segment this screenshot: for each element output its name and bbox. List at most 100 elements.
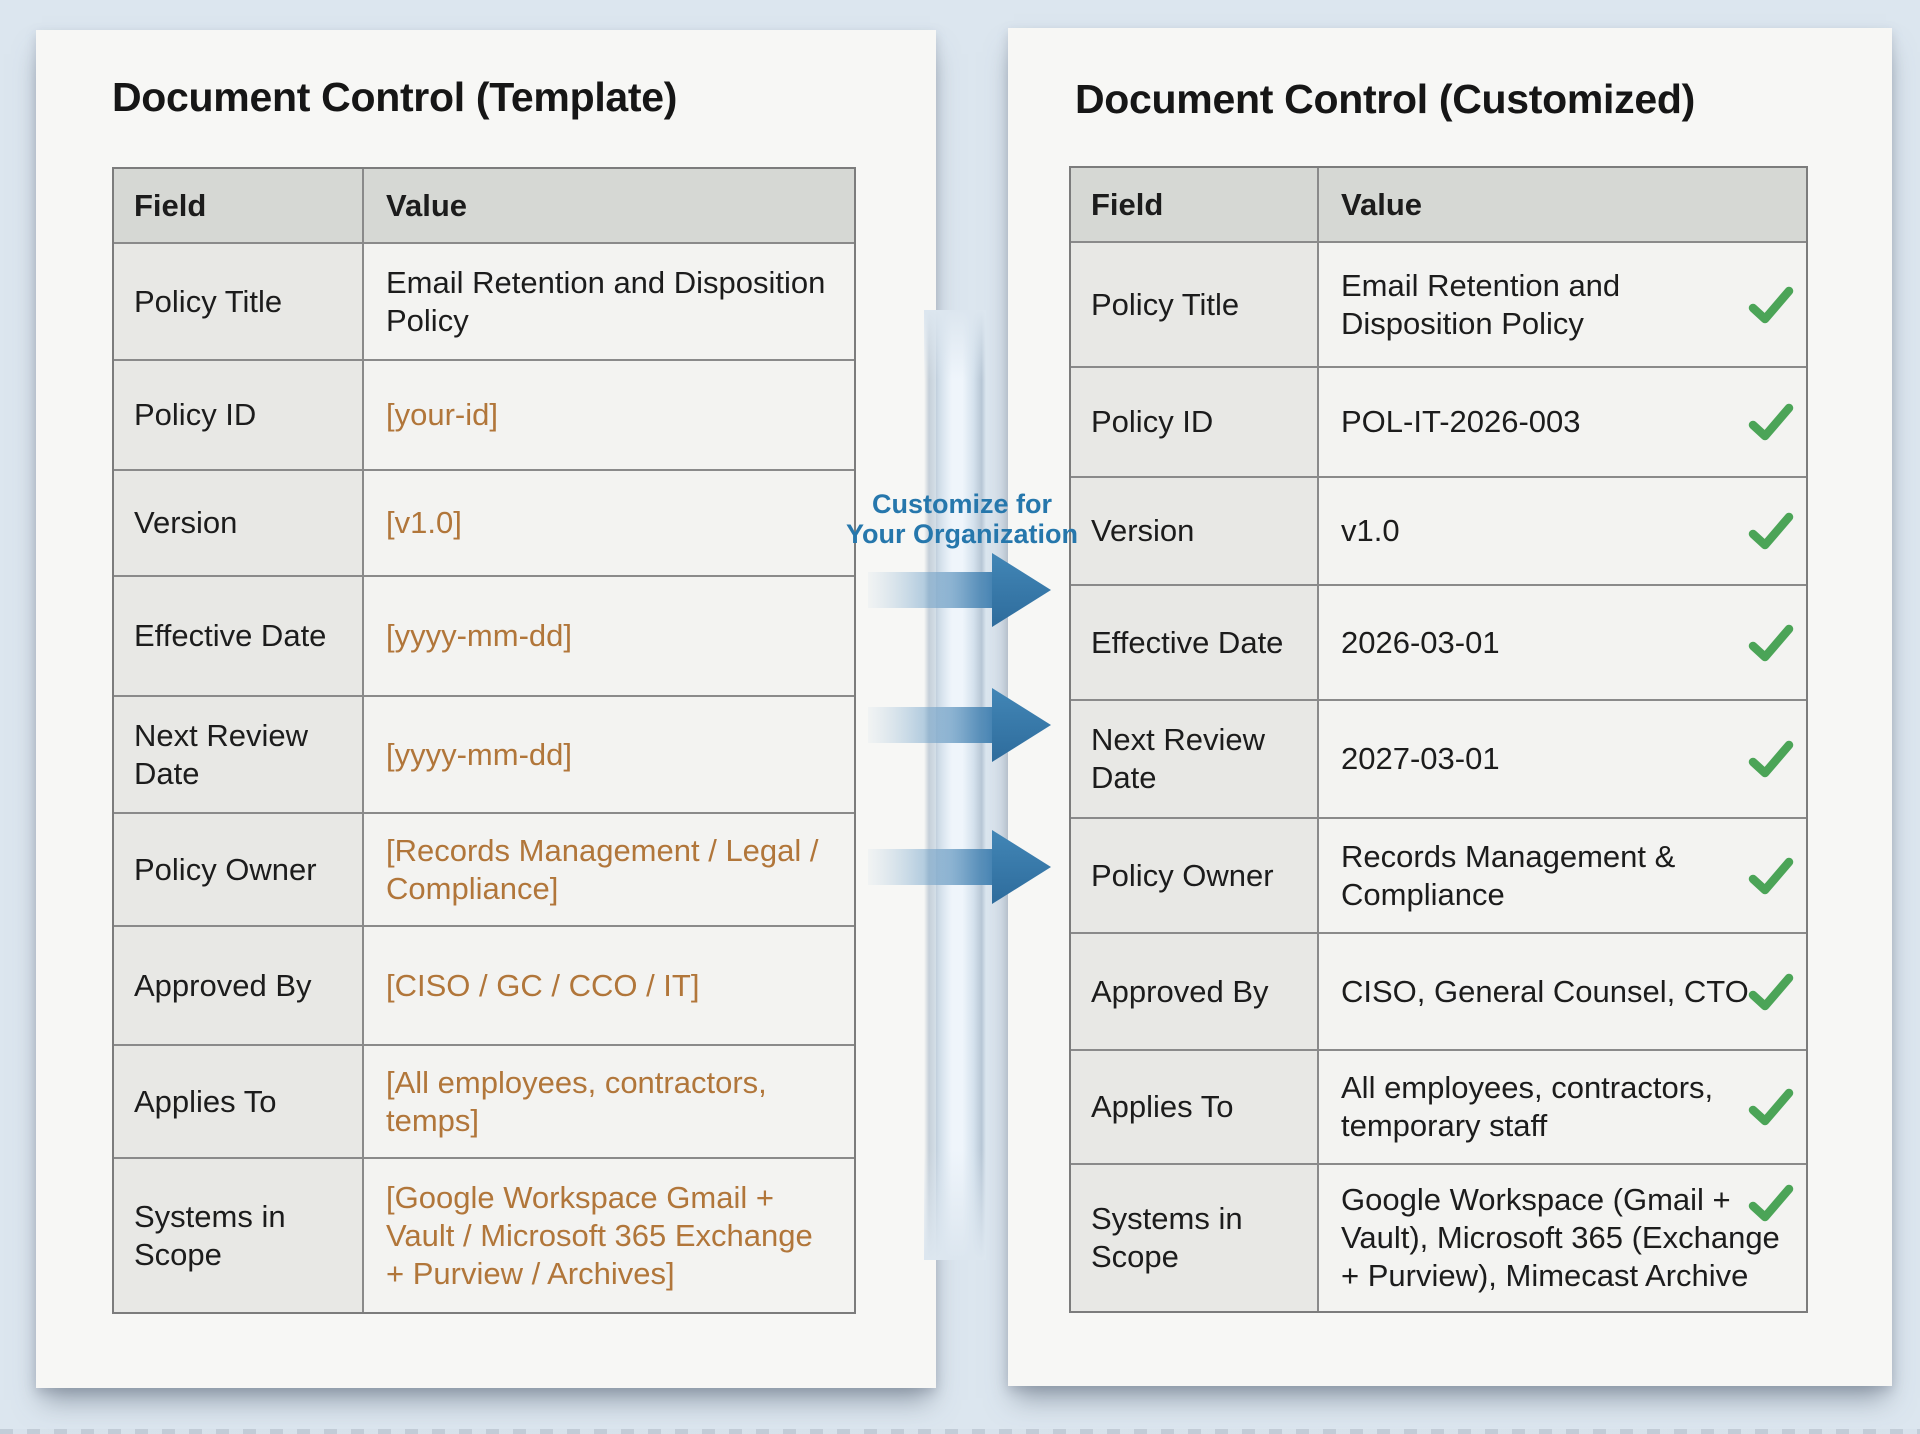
cell-text: Version xyxy=(134,505,238,540)
connector-label-line1: Customize for xyxy=(871,489,1052,519)
field-cell: Policy ID xyxy=(114,361,364,469)
field-cell: Next Review Date xyxy=(114,697,364,812)
table-row: Applies To [All employees, contractors, t… xyxy=(114,1044,854,1157)
cell-text: Policy Title xyxy=(1091,286,1240,322)
field-cell: Approved By xyxy=(114,927,364,1044)
field-cell: Policy Title xyxy=(1071,243,1319,366)
value-cell: Email Retention and Disposition Policy xyxy=(364,244,854,359)
cell-text: [All employees, contractors, temps] xyxy=(386,1064,767,1138)
value-cell: [your-id] xyxy=(364,361,854,469)
value-cell: [CISO / GC / CCO / IT] xyxy=(364,927,854,1044)
cell-text: Field xyxy=(134,187,207,223)
value-cell: [v1.0] xyxy=(364,471,854,575)
cell-text: Approved By xyxy=(1091,973,1269,1009)
table-row: Approved By CISO, General Counsel, CTO xyxy=(1071,932,1806,1049)
cell-text: Policy Owner xyxy=(134,851,317,887)
cell-text: [Google Workspace Gmail + Vault / Micros… xyxy=(386,1179,813,1291)
cell-text: Next Review Date xyxy=(1091,722,1265,795)
cell-text: 2027-03-01 xyxy=(1341,741,1500,776)
table-row: Systems in Scope Google Workspace (Gmail … xyxy=(1071,1163,1806,1311)
field-cell: Applies To xyxy=(1071,1051,1319,1163)
check-icon xyxy=(1748,1184,1794,1222)
value-cell: [Records Management / Legal / Compliance… xyxy=(364,814,854,925)
value-cell: POL-IT-2026-003 xyxy=(1319,368,1806,476)
table-row: Policy Owner [Records Management / Legal … xyxy=(114,812,854,925)
field-cell: Systems in Scope xyxy=(114,1159,364,1312)
field-cell: Next Review Date xyxy=(1071,701,1319,817)
cell-text: Records Management & Compliance xyxy=(1341,838,1676,912)
cell-text: Approved By xyxy=(134,967,312,1003)
connector-band xyxy=(924,310,986,1260)
value-cell: All employees, contractors, temporary st… xyxy=(1319,1051,1806,1163)
value-cell: [yyyy-mm-dd] xyxy=(364,697,854,812)
table-row: Policy Owner Records Management & Complia… xyxy=(1071,817,1806,932)
customized-panel-title: Document Control (Customized) xyxy=(1075,76,1695,122)
cell-text: CISO, General Counsel, CTO xyxy=(1341,973,1749,1009)
table-row: Policy Title Email Retention and Disposit… xyxy=(114,242,854,359)
field-cell: Policy Title xyxy=(114,244,364,359)
connector-label-line2: Your Organization xyxy=(845,519,1078,549)
value-cell: 2027-03-01 xyxy=(1319,701,1806,817)
connector-label: Customize for Your Organization xyxy=(820,489,1104,549)
value-cell: [yyyy-mm-dd] xyxy=(364,577,854,695)
table-row: Effective Date [yyyy-mm-dd] xyxy=(114,575,854,695)
cell-text: [your-id] xyxy=(386,397,498,432)
cell-text: 2026-03-01 xyxy=(1341,624,1500,660)
table-row: Next Review Date 2027-03-01 xyxy=(1071,699,1806,817)
cell-text: Systems in Scope xyxy=(134,1198,286,1272)
arrow-right-icon xyxy=(868,553,1051,627)
table-row: Policy ID [your-id] xyxy=(114,359,854,469)
value-cell: CISO, General Counsel, CTO xyxy=(1319,934,1806,1049)
value-cell: Google Workspace (Gmail + Vault), Micros… xyxy=(1319,1165,1806,1311)
cell-text: Policy Title xyxy=(134,283,283,319)
check-icon xyxy=(1748,512,1794,550)
cell-text: Field xyxy=(1091,186,1164,222)
cell-text: [yyyy-mm-dd] xyxy=(386,618,572,653)
field-cell: Policy Owner xyxy=(1071,819,1319,932)
cell-text: Applies To xyxy=(1091,1089,1234,1124)
cell-text: Next Review Date xyxy=(134,717,308,791)
check-icon xyxy=(1748,857,1794,894)
value-cell: [All employees, contractors, temps] xyxy=(364,1046,854,1157)
check-icon xyxy=(1748,740,1794,778)
field-cell: Version xyxy=(1071,478,1319,584)
arrow-right-icon xyxy=(868,830,1051,904)
cell-text: Effective Date xyxy=(134,618,327,653)
cell-text: Google Workspace (Gmail + Vault), Micros… xyxy=(1341,1182,1780,1293)
value-cell: Records Management & Compliance xyxy=(1319,819,1806,932)
field-cell: Applies To xyxy=(114,1046,364,1157)
field-cell: Version xyxy=(114,471,364,575)
value-cell: 2026-03-01 xyxy=(1319,586,1806,699)
value-cell: v1.0 xyxy=(1319,478,1806,584)
bottom-edge-texture xyxy=(0,1429,1920,1434)
cell-text: POL-IT-2026-003 xyxy=(1341,404,1581,439)
check-icon xyxy=(1748,624,1794,661)
cell-text: [CISO / GC / CCO / IT] xyxy=(386,967,700,1003)
value-cell: [Google Workspace Gmail + Vault / Micros… xyxy=(364,1159,854,1312)
check-icon xyxy=(1748,403,1794,441)
header-field-cell: Field xyxy=(1071,168,1319,241)
table-row: Next Review Date [yyyy-mm-dd] xyxy=(114,695,854,812)
cell-text: [yyyy-mm-dd] xyxy=(386,736,572,772)
field-cell: Effective Date xyxy=(114,577,364,695)
cell-text: Version xyxy=(1091,513,1195,548)
arrow-right-icon xyxy=(868,688,1051,762)
check-icon xyxy=(1748,286,1794,323)
table-row: Systems in Scope [Google Workspace Gmail … xyxy=(114,1157,854,1312)
field-cell: Systems in Scope xyxy=(1071,1165,1319,1311)
cell-text: Systems in Scope xyxy=(1091,1201,1243,1274)
cell-text: All employees, contractors, temporary st… xyxy=(1341,1070,1714,1143)
table-row: Approved By [CISO / GC / CCO / IT] xyxy=(114,925,854,1044)
cell-text: [Records Management / Legal / Compliance… xyxy=(386,832,819,906)
cell-text: Value xyxy=(386,187,467,223)
field-cell: Approved By xyxy=(1071,934,1319,1049)
cell-text: Email Retention and Disposition Policy xyxy=(386,264,826,338)
